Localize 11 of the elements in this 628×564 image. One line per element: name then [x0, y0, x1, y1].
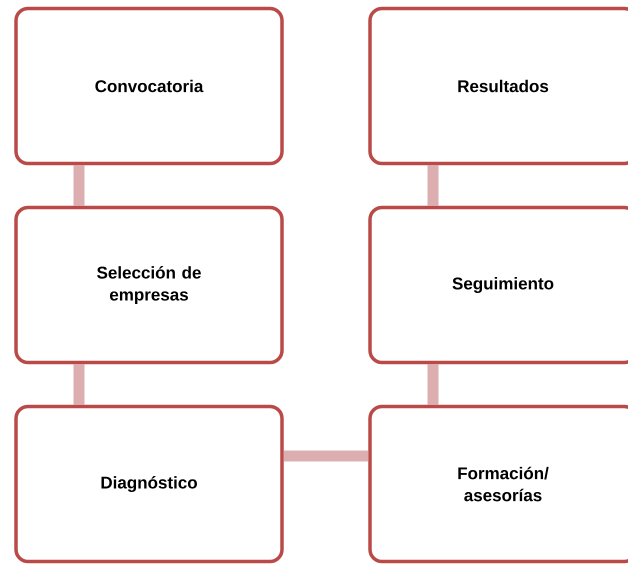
process-box: Selección de empresas [14, 206, 284, 364]
process-box: Formación/ asesorías [368, 404, 628, 564]
connector-bar [428, 364, 438, 405]
connector-bar [284, 450, 368, 462]
connector-bar [74, 364, 84, 405]
process-box: Seguimiento [368, 206, 628, 364]
process-box: Diagnóstico [14, 404, 284, 564]
process-box: Convocatoria [14, 6, 284, 166]
process-box: Resultados [368, 6, 628, 166]
connector-bar [74, 165, 84, 206]
connector-bar [428, 165, 438, 206]
